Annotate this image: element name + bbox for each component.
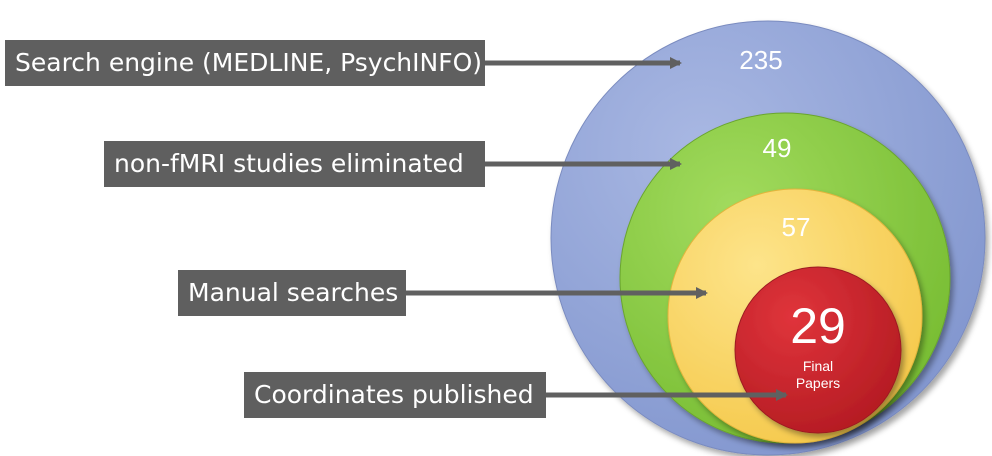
count-non-fmri: 49	[762, 133, 792, 163]
final-papers-label: Final Papers	[768, 358, 868, 392]
count-search-engine: 235	[739, 45, 783, 75]
final-count: 29	[790, 298, 846, 354]
label-manual-searches: Manual searches	[178, 270, 406, 316]
final-label-line-1: Final	[802, 358, 834, 374]
final-label-line-2: Papers	[795, 375, 841, 391]
count-manual-searches: 57	[781, 212, 811, 242]
label-coordinates-published: Coordinates published	[244, 372, 546, 418]
label-search-engine: Search engine (MEDLINE, PsychINFO)	[5, 40, 485, 86]
label-non-fmri-eliminated: non-fMRI studies eliminated	[104, 141, 485, 187]
